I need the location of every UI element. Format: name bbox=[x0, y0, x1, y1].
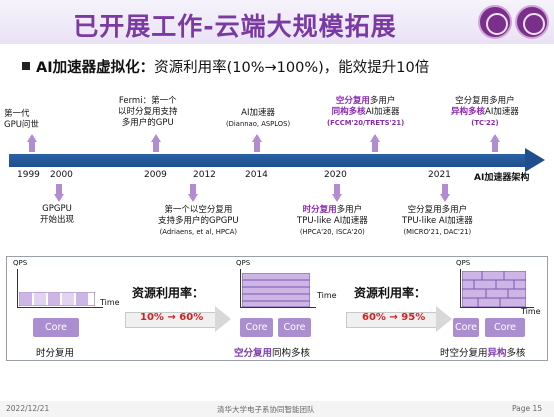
axis-label: AI加速器架构 bbox=[474, 173, 530, 183]
event-diannao: AI加速器 (Diannao, ASPLOS) bbox=[226, 108, 291, 128]
time-slot bbox=[48, 293, 60, 305]
core-block: Core bbox=[485, 318, 525, 337]
year-label: 2021 bbox=[428, 170, 451, 180]
subtitle-bold: AI加速器虚拟化： bbox=[36, 60, 155, 76]
x-axis bbox=[240, 307, 316, 308]
time-label: Time bbox=[100, 298, 120, 307]
arrow-down-icon bbox=[54, 184, 64, 202]
y-axis bbox=[240, 269, 241, 307]
timeline-bar bbox=[9, 154, 525, 167]
x-axis bbox=[460, 307, 534, 308]
footer-org: 清华大学电子系协同智能团队 bbox=[217, 405, 315, 414]
year-label: 2009 bbox=[144, 170, 167, 180]
subtitle: AI加速器虚拟化：资源利用率(10%→100%)，能效提升10倍 bbox=[22, 56, 429, 77]
core-block: Core bbox=[453, 318, 479, 337]
caption-time-division: 时分复用 bbox=[36, 348, 75, 359]
year-label: 1999 bbox=[17, 170, 40, 180]
fat-arrow-icon bbox=[346, 306, 452, 332]
caption-spatial-homogeneous: 空分复用同构多核 bbox=[234, 348, 311, 359]
arrow-up-icon bbox=[151, 134, 161, 152]
event-hpca20: 时分复用多用户 TPU-like AI加速器 (HPCA'20, ISCA'20… bbox=[297, 205, 368, 236]
caption-spatio-temporal-heterogeneous: 时空分复用异构多核 bbox=[440, 348, 526, 359]
timeline-arrow-head bbox=[525, 148, 545, 172]
y-axis bbox=[460, 269, 461, 307]
arrow-up-icon bbox=[252, 134, 262, 152]
core-block: Core bbox=[240, 318, 273, 337]
event-tc22: 空分复用多用户 异构多核AI加速器 (TC'22) bbox=[451, 96, 519, 127]
event-adriaens: 第一个以空分复用 支持多用户的GPGPU (Adriaens, et al, H… bbox=[158, 205, 239, 236]
department-logo bbox=[515, 5, 549, 39]
time-slot bbox=[62, 293, 74, 305]
time-slot bbox=[34, 293, 46, 305]
footer: 2022/12/21 清华大学电子系协同智能团队 Page 15 bbox=[0, 401, 554, 417]
qps-label: QPS bbox=[13, 259, 28, 267]
year-label: 2000 bbox=[50, 170, 73, 180]
subtitle-rest: 资源利用率(10%→100%)，能效提升10倍 bbox=[154, 60, 430, 76]
arrow-down-icon bbox=[332, 184, 342, 202]
x-axis bbox=[17, 307, 103, 308]
bullet-icon bbox=[22, 62, 30, 70]
footer-page: Page 15 bbox=[512, 404, 543, 413]
event-gpgpu: GPGPU 开始出现 bbox=[40, 204, 75, 225]
university-seal-logo bbox=[478, 5, 512, 39]
footer-date: 2022/12/21 bbox=[6, 404, 50, 413]
arrow-down-icon bbox=[188, 184, 198, 202]
event-fermi: Fermi：第一个 以时分复用支持 多用户的GPU bbox=[118, 96, 178, 128]
arrow-up-icon bbox=[27, 134, 37, 152]
event-fccm: 空分复用多用户 同构多核AI加速器 (FCCM'20/TRETS'21) bbox=[327, 96, 405, 127]
year-label: 2012 bbox=[193, 170, 216, 180]
time-slot bbox=[76, 293, 88, 305]
arrow-up-icon bbox=[370, 134, 380, 152]
arrow-up-icon bbox=[490, 134, 500, 152]
utilization-value-1: 10% → 60% bbox=[140, 312, 204, 323]
time-label: Time bbox=[521, 307, 541, 316]
qps-label: QPS bbox=[456, 259, 471, 267]
event-first-gpu: 第一代 GPU问世 bbox=[4, 109, 39, 130]
spatial-homogeneous-bars bbox=[242, 273, 310, 307]
comparison-panel: QPS Time Core 时分复用 资源利用率： 10% → 60% QPS … bbox=[6, 256, 548, 361]
time-division-bars bbox=[19, 292, 95, 306]
y-axis bbox=[17, 269, 18, 307]
utilization-title: 资源利用率： bbox=[132, 286, 205, 300]
core-block: Core bbox=[278, 318, 311, 337]
arrow-down-icon bbox=[440, 184, 450, 202]
utilization-value-2: 60% → 95% bbox=[362, 312, 426, 323]
fat-arrow-icon bbox=[125, 306, 231, 332]
qps-label: QPS bbox=[236, 259, 251, 267]
title-bar bbox=[0, 0, 554, 44]
page-title: 已开展工作-云端大规模拓展 bbox=[73, 12, 397, 41]
event-micro21: 空分复用多用户 TPU-like AI加速器 (MICRO'21, DAC'21… bbox=[402, 205, 473, 236]
utilization-title: 资源利用率： bbox=[354, 286, 427, 300]
core-block: Core bbox=[33, 318, 79, 337]
time-label: Time bbox=[317, 291, 337, 300]
year-label: 2014 bbox=[245, 170, 268, 180]
year-label: 2020 bbox=[324, 170, 347, 180]
time-slot bbox=[20, 293, 32, 305]
spatio-temporal-heterogeneous-bars bbox=[462, 271, 526, 307]
